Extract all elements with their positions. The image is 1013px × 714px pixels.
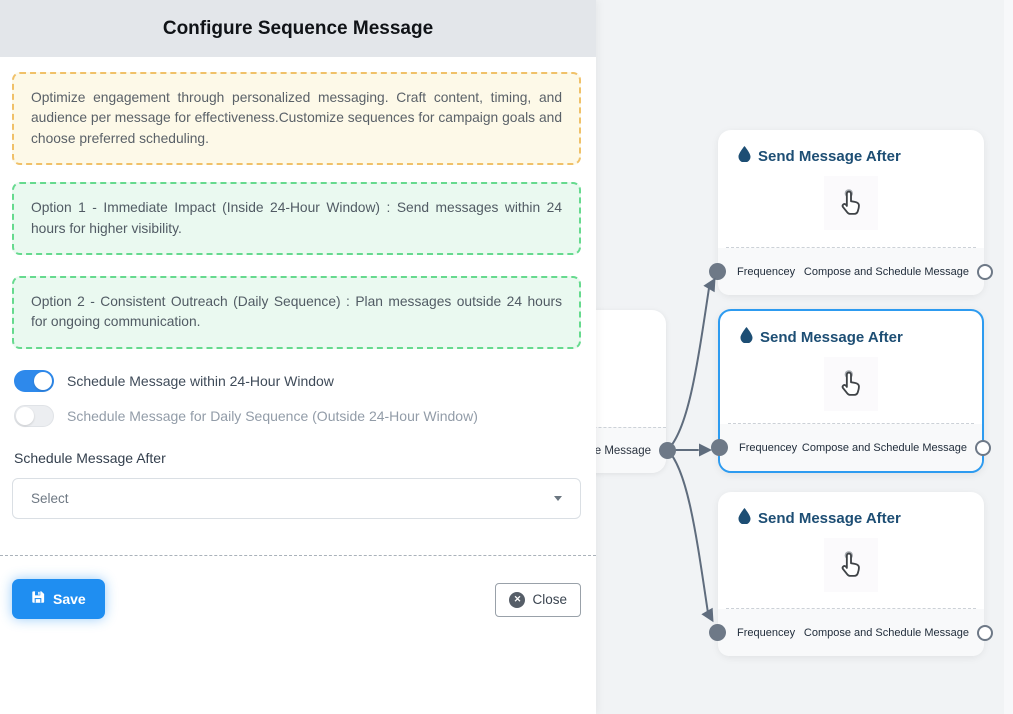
compose-handle-label: Compose and Schedule Message	[803, 626, 969, 639]
toggle-row-24h: Schedule Message within 24-Hour Window	[14, 369, 581, 392]
tap-gesture-icon[interactable]	[824, 538, 878, 592]
toggle-24h-window[interactable]	[14, 369, 54, 392]
toggle-row-daily: Schedule Message for Daily Sequence (Out…	[14, 404, 581, 427]
option-1-text: Option 1 - Immediate Impact (Inside 24-H…	[31, 200, 562, 236]
droplet-icon	[738, 508, 751, 529]
frequency-handle-label: Frequencey	[737, 626, 796, 639]
frequency-handle-label: Frequencey	[739, 441, 798, 454]
save-button-label: Save	[53, 590, 86, 607]
flow-canvas[interactable]: ce Message Send Message After Frequencey…	[596, 0, 1013, 714]
close-button[interactable]: ✕ Close	[495, 582, 581, 617]
toggle-group: Schedule Message within 24-Hour Window S…	[12, 369, 581, 427]
schedule-after-label: Schedule Message After	[14, 449, 166, 466]
node-footer: Frequencey Compose and Schedule Message	[720, 424, 982, 471]
edge-to-node-3	[666, 449, 709, 614]
schedule-after-select[interactable]: Select	[12, 477, 581, 519]
input-handle[interactable]	[709, 263, 726, 280]
arrowhead-down	[701, 607, 714, 623]
edge-to-node-1	[666, 287, 710, 451]
flow-node-send-message-2[interactable]: Send Message After Frequencey Compose an…	[711, 309, 991, 473]
option-1-box: Option 1 - Immediate Impact (Inside 24-H…	[12, 182, 581, 256]
output-handle[interactable]	[977, 264, 993, 280]
info-box-text: Optimize engagement through personalized…	[31, 90, 562, 146]
node-header: Send Message After	[718, 492, 984, 529]
source-output-handle[interactable]	[659, 442, 676, 459]
select-placeholder: Select	[31, 490, 69, 506]
save-icon	[31, 590, 45, 607]
page-title: Configure Sequence Message	[162, 17, 434, 39]
droplet-icon	[738, 146, 751, 167]
source-node-footer: ce Message	[596, 427, 666, 473]
flow-node-send-message-3[interactable]: Send Message After Frequencey Compose an…	[709, 492, 993, 656]
node-footer: Frequencey Compose and Schedule Message	[718, 609, 984, 656]
output-handle[interactable]	[975, 440, 991, 456]
input-handle[interactable]	[709, 624, 726, 641]
toggle-daily-sequence[interactable]	[14, 404, 54, 427]
node-header: Send Message After	[718, 130, 984, 167]
close-button-label: Close	[532, 592, 567, 608]
panel-header: Configure Sequence Message	[0, 0, 596, 57]
output-handle[interactable]	[977, 625, 993, 641]
node-title: Send Message After	[758, 148, 901, 165]
toggle-knob	[16, 406, 34, 425]
input-handle[interactable]	[711, 439, 728, 456]
tap-gesture-icon[interactable]	[824, 357, 878, 411]
toggle-knob	[34, 371, 52, 390]
toggle-daily-label: Schedule Message for Daily Sequence (Out…	[67, 407, 478, 424]
panel-footer: Save ✕ Close	[0, 556, 596, 619]
arrowhead-right	[699, 443, 712, 457]
save-button[interactable]: Save	[12, 578, 105, 619]
node-title: Send Message After	[760, 329, 903, 346]
footer-divider	[0, 554, 596, 556]
toggle-24h-label: Schedule Message within 24-Hour Window	[67, 372, 334, 389]
node-footer: Frequencey Compose and Schedule Message	[718, 248, 984, 295]
frequency-handle-label: Frequencey	[737, 265, 796, 278]
chevron-down-icon	[554, 495, 562, 501]
configure-sequence-panel: Configure Sequence Message Optimize enga…	[0, 0, 596, 619]
compose-handle-label: Compose and Schedule Message	[801, 441, 967, 454]
node-header: Send Message After	[720, 311, 982, 348]
source-node-partial-label: ce Message	[596, 444, 651, 457]
compose-handle-label: Compose and Schedule Message	[803, 265, 969, 278]
info-box: Optimize engagement through personalized…	[12, 72, 581, 166]
close-icon: ✕	[509, 591, 526, 608]
option-2-text: Option 2 - Consistent Outreach (Daily Se…	[31, 294, 562, 330]
flow-node-source-partial[interactable]: ce Message	[596, 310, 666, 473]
vertical-scrollbar[interactable]	[1004, 0, 1013, 714]
node-divider	[726, 247, 976, 248]
flow-node-send-message-1[interactable]: Send Message After Frequencey Compose an…	[709, 130, 993, 295]
droplet-icon	[740, 327, 753, 348]
node-divider	[728, 423, 974, 424]
tap-gesture-icon[interactable]	[824, 176, 878, 230]
panel-body: Optimize engagement through personalized…	[0, 57, 596, 519]
node-title: Send Message After	[758, 510, 901, 527]
node-divider	[726, 608, 976, 609]
option-2-box: Option 2 - Consistent Outreach (Daily Se…	[12, 276, 581, 349]
